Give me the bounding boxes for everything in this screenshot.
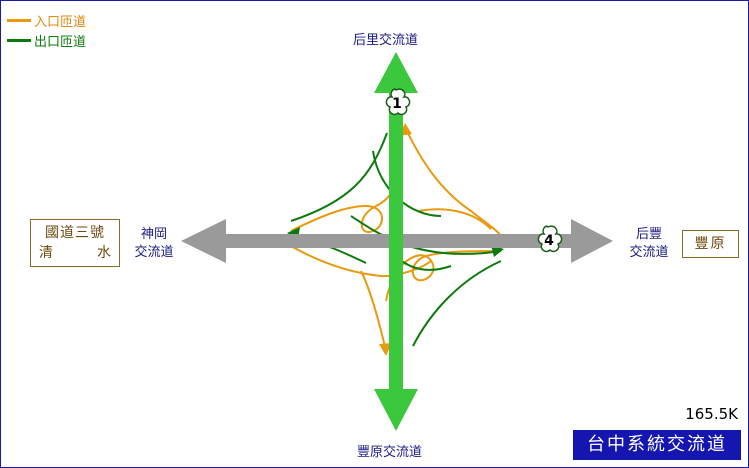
entry-ramp-inner-sw xyxy=(418,208,492,230)
legend-exit-ramp: 出口匝道 xyxy=(7,32,87,50)
entry-ramp-ne-curve xyxy=(404,126,502,237)
route-number-1: 1 xyxy=(392,96,402,112)
exit-ramp-nw-curve xyxy=(290,132,388,222)
plum-shield-icon xyxy=(385,88,411,116)
west-terminal-box: 國道三號 清 水 xyxy=(30,219,120,267)
interchange-title-badge: 台中系統交流道 xyxy=(573,430,741,460)
east-label-line1: 后豐 xyxy=(635,227,662,242)
north-south-freeway xyxy=(374,52,418,431)
entry-ramp-label: 入口匝道 xyxy=(34,14,87,30)
route-shield-1: 1 xyxy=(385,88,411,116)
legend-entry-ramp: 入口匝道 xyxy=(7,12,87,30)
west-box-line1: 國道三號 xyxy=(31,223,119,243)
exit-ramp-se-curve xyxy=(412,260,502,347)
ns-shaft xyxy=(389,91,403,391)
north-destination-label: 后里交流道 xyxy=(353,33,419,48)
ew-arrow-west xyxy=(181,219,226,263)
arrow-orange-south xyxy=(379,343,392,356)
east-terminal-box: 豐原 xyxy=(682,230,739,258)
mileage-label: 165.5K xyxy=(685,405,738,423)
entry-ramp-swatch xyxy=(7,18,31,22)
plum-shield-icon-4 xyxy=(537,225,563,253)
exit-ramp-ne-inner xyxy=(372,150,442,217)
ns-arrow-north xyxy=(374,52,418,93)
exit-ramp-swatch xyxy=(7,38,31,42)
ns-arrow-south xyxy=(374,389,418,431)
west-label-line2: 交流道 xyxy=(134,245,174,260)
west-box-text1: 國道三號 xyxy=(45,225,105,241)
route-number-4: 4 xyxy=(544,233,554,249)
ew-arrow-east xyxy=(571,219,613,263)
west-box-text2a: 清 xyxy=(39,245,53,261)
west-destination-label: 神岡 交流道 xyxy=(129,226,179,262)
route-shield-4: 4 xyxy=(537,225,563,253)
east-destination-label: 后豐 交流道 xyxy=(623,226,675,262)
west-box-text2b: 水 xyxy=(97,245,111,261)
entry-ramp-sw-descent xyxy=(360,270,387,352)
entry-ramp-se-loop xyxy=(385,250,502,302)
entry-ramp-nw-loop xyxy=(290,165,400,234)
exit-ramp-label: 出口匝道 xyxy=(34,34,87,50)
south-destination-label: 豐原交流道 xyxy=(357,445,423,460)
east-label-line2: 交流道 xyxy=(629,245,669,260)
west-label-line1: 神岡 xyxy=(140,227,167,242)
west-box-line2: 清 水 xyxy=(31,243,119,263)
